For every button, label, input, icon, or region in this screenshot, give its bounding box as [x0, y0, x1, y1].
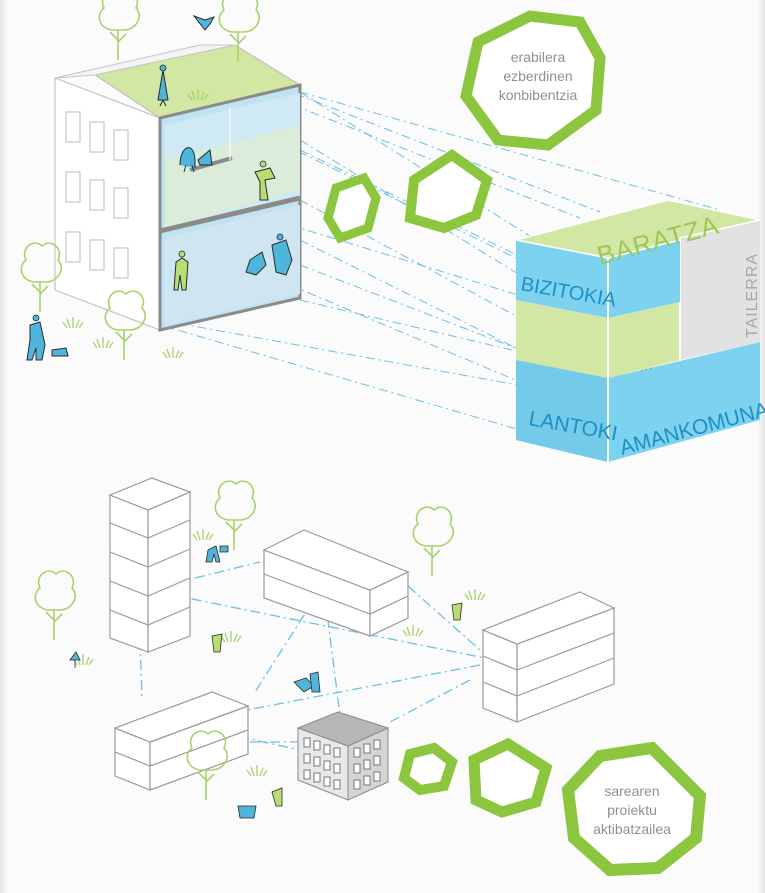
network-lines	[139, 561, 486, 751]
top-hexagons	[323, 10, 606, 244]
top-building-people	[157, 64, 293, 291]
bottom-hex-caption-3: aktibatzailea	[593, 821, 671, 837]
more-label: ...	[637, 356, 654, 376]
left-edge-shadow	[0, 0, 8, 893]
right-edge-shadow	[757, 0, 765, 893]
walker-with-dog-icon	[26, 314, 69, 361]
top-hex-caption-2: ezberdinen	[503, 68, 572, 84]
top-building	[54, 44, 302, 332]
bottom-hex-caption-1: sarearen	[604, 783, 659, 799]
top-hex-caption-1: erabilera	[511, 49, 566, 65]
bird-icon	[192, 14, 216, 31]
bottom-people	[69, 545, 463, 819]
network-slab-center	[262, 529, 410, 637]
bottom-hex-caption-2: proiektu	[607, 802, 657, 818]
workshop-label: TAILERRA	[744, 253, 761, 338]
network-tower-left	[108, 477, 192, 653]
network-building-gray	[296, 711, 390, 801]
network-slab-right	[481, 591, 616, 723]
top-hex-caption-3: konbibentzia	[499, 87, 578, 103]
bottom-hexagons	[398, 737, 707, 877]
program-block	[515, 199, 761, 462]
network-slab-left	[113, 691, 250, 791]
